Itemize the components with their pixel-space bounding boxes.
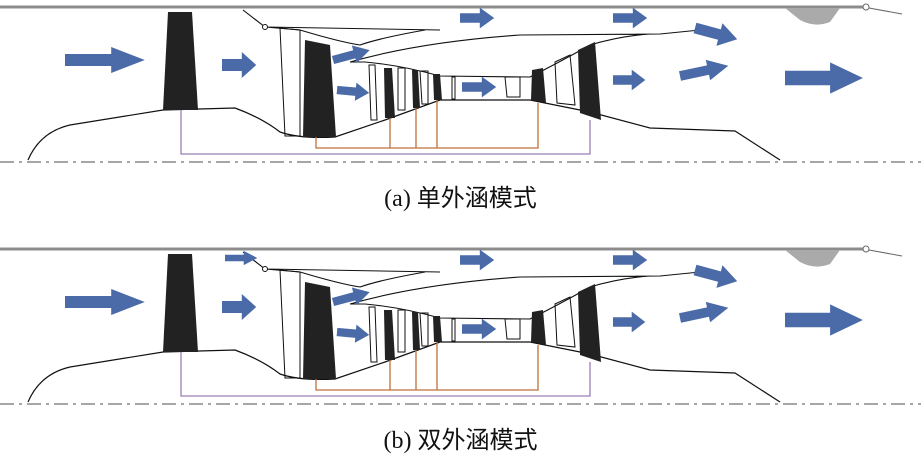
diagram-double-bypass	[0, 246, 921, 404]
diagram-single-bypass	[0, 4, 921, 162]
caption-b: (b) 双外涵模式	[383, 428, 538, 454]
caption-a: (a) 单外涵模式	[384, 186, 537, 212]
